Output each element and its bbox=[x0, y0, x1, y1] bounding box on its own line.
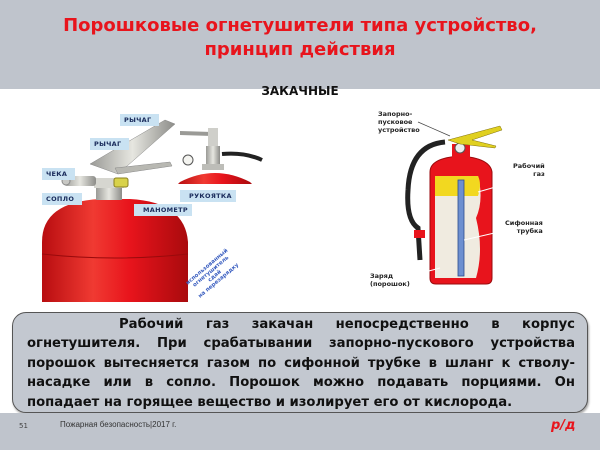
slide-footer: 51 Пожарная безопасность|2017 г. р/д bbox=[0, 413, 600, 450]
label-valve: Запорно- пусковое устройство bbox=[378, 110, 420, 134]
label-pin: ЧЕКА bbox=[42, 168, 76, 180]
slide-header: Порошковые огнетушители типа устройство,… bbox=[0, 0, 600, 89]
extinguisher-head-illustration bbox=[41, 119, 263, 302]
label-line: Запорно- bbox=[378, 110, 413, 118]
page-number: 51 bbox=[19, 422, 28, 430]
label-line: (порошок) bbox=[370, 280, 410, 288]
label-siphon: Сифонная трубка bbox=[505, 219, 543, 235]
label-lever: РЫЧАГ bbox=[90, 138, 130, 150]
label-line: Заряд bbox=[370, 272, 394, 280]
label-line: газ bbox=[533, 170, 545, 178]
label-line: пусковое bbox=[378, 118, 413, 126]
extinguisher-head-diagram: РЫЧАГ РЫЧАГ ЧЕКА СОПЛО РУКОЯТКА МАНОМЕТР bbox=[30, 102, 280, 302]
label-gauge: МАНОМЕТР bbox=[134, 204, 192, 216]
label-line: трубка bbox=[516, 227, 543, 235]
section-heading: ЗАКАЧНЫЕ bbox=[261, 84, 339, 98]
slide-title: Порошковые огнетушители типа устройство,… bbox=[0, 14, 600, 62]
label-line: Рабочий bbox=[513, 162, 545, 170]
description-text: Рабочий газ закачан непосредственно в ко… bbox=[27, 317, 575, 410]
label-lever-top: РЫЧАГ bbox=[120, 114, 160, 126]
extinguisher-cutaway-illustration bbox=[405, 121, 521, 285]
label-handle: РУКОЯТКА bbox=[180, 190, 236, 202]
rzd-logo: р/д bbox=[551, 418, 576, 433]
extinguisher-cutaway-diagram: Запорно- пусковое устройство Рабочий газ… bbox=[360, 100, 560, 300]
label-gas: Рабочий газ bbox=[513, 162, 545, 178]
description-callout: Рабочий газ закачан непосредственно в ко… bbox=[12, 312, 588, 413]
label-line: Сифонная bbox=[505, 219, 543, 227]
label-line: устройство bbox=[378, 126, 420, 134]
label-nozzle: СОПЛО bbox=[42, 193, 83, 205]
footer-text: Пожарная безопасность|2017 г. bbox=[60, 420, 177, 429]
title-line-2: принцип действия bbox=[204, 39, 396, 60]
title-line-1: Порошковые огнетушители типа устройство, bbox=[63, 15, 537, 36]
label-charge: Заряд (порошок) bbox=[370, 272, 410, 288]
